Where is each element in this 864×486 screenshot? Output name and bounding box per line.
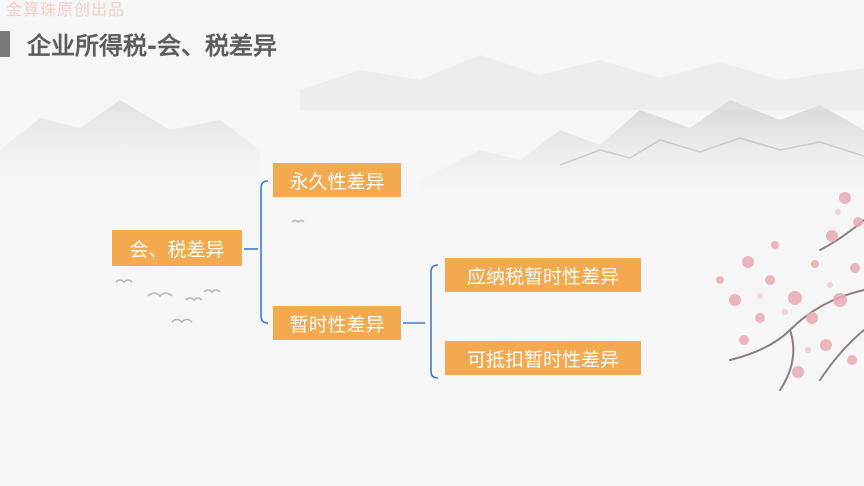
node-taxable-temporary-difference: 应纳税暂时性差异: [445, 258, 641, 292]
left-mountain: [0, 100, 260, 200]
blossom-petals-light: [757, 209, 841, 353]
flying-birds: [115, 219, 305, 324]
blossom-petals: [716, 192, 863, 378]
node-book-tax-difference: 会、税差异: [112, 230, 242, 266]
right-mountain-ridge: [559, 137, 864, 166]
node-temporary-difference: 暂时性差异: [273, 306, 401, 340]
right-mountain: [420, 100, 864, 210]
mist-hills: [300, 55, 864, 110]
title-accent-bar: [0, 31, 10, 57]
node-deductible-temporary-difference: 可抵扣暂时性差异: [445, 341, 641, 375]
watermark-text: 金算珠原创出品: [6, 0, 126, 19]
page-title: 企业所得税-会、税差异: [27, 32, 277, 60]
node-permanent-difference: 永久性差异: [273, 163, 401, 197]
